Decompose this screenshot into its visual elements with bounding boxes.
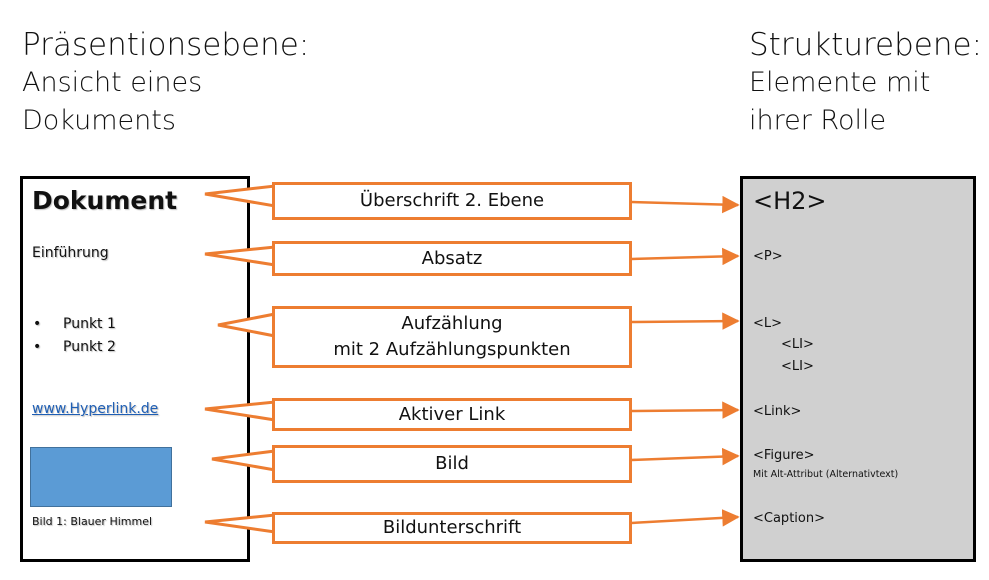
arrow-paragraph: [630, 247, 740, 266]
arrow-image: [630, 447, 740, 466]
document-hyperlink[interactable]: www.Hyperlink.de: [32, 401, 159, 417]
document-intro: Einführung: [32, 245, 109, 261]
tag-p: <P>: [753, 249, 783, 264]
pointer-paragraph: [204, 245, 277, 267]
label-paragraph: Absatz: [272, 241, 632, 276]
list-item-text: Punkt 1: [63, 316, 116, 332]
label-list-line-1: Aufzählung: [401, 313, 503, 334]
document-image: [30, 447, 172, 507]
pointer-link: [204, 400, 277, 422]
document-bullet-list: • Punkt 1 • Punkt 2: [33, 313, 116, 359]
label-caption: Bildunterschrift: [272, 512, 632, 544]
tag-caption: <Caption>: [753, 511, 825, 526]
presentation-layer-subtitle-2: Dokuments: [22, 105, 176, 136]
label-heading: Überschrift 2. Ebene: [272, 182, 632, 220]
list-item-text: Punkt 2: [63, 339, 116, 355]
arrow-heading: [630, 195, 740, 214]
bullet-icon: •: [33, 316, 42, 332]
tag-li-2: <LI>: [781, 359, 814, 374]
tag-li-1: <LI>: [781, 337, 814, 352]
bullet-icon: •: [33, 339, 42, 355]
presentation-layer-title: Präsentionsebene:: [22, 27, 310, 63]
pointer-image: [211, 449, 277, 472]
label-image: Bild: [272, 445, 632, 483]
pointer-list: [217, 312, 277, 338]
pointer-caption: [204, 513, 277, 534]
document-preview-box: Dokument Einführung • Punkt 1 • Punkt 2 ww…: [20, 176, 250, 562]
label-list-line-2: mit 2 Aufzählungspunkten: [333, 339, 571, 360]
tag-figure: <Figure>: [753, 448, 815, 463]
structure-layer-subtitle-2: ihrer Rolle: [749, 105, 887, 136]
presentation-layer-heading: Präsentionsebene: Ansicht eines Dokument…: [22, 26, 309, 140]
list-item: • Punkt 1: [33, 313, 116, 336]
tag-l: <L>: [753, 316, 783, 331]
document-image-caption: Bild 1: Blauer Himmel: [32, 515, 153, 528]
arrow-caption: [630, 509, 740, 527]
presentation-layer-subtitle-1: Ansicht eines: [22, 67, 203, 98]
document-title: Dokument: [32, 186, 178, 215]
structure-tags-box: <H2> <P> <L> <LI> <LI> <Link> <Figure> M…: [740, 176, 976, 562]
pointer-heading: [204, 184, 277, 208]
structure-layer-title: Strukturebene:: [749, 27, 983, 63]
tag-link: <Link>: [753, 404, 802, 419]
structure-layer-subtitle-1: Elemente mit: [749, 67, 931, 98]
label-link: Aktiver Link: [272, 398, 632, 431]
arrow-list: [630, 312, 740, 330]
label-list: Aufzählung mit 2 Aufzählungspunkten: [272, 306, 632, 368]
tag-h2: <H2>: [753, 187, 827, 215]
arrow-link: [630, 401, 740, 419]
list-item: • Punkt 2: [33, 336, 116, 359]
tag-figure-note: Mit Alt-Attribut (Alternativtext): [753, 469, 899, 480]
structure-layer-heading: Strukturebene: Elemente mit ihrer Rolle: [749, 26, 982, 140]
